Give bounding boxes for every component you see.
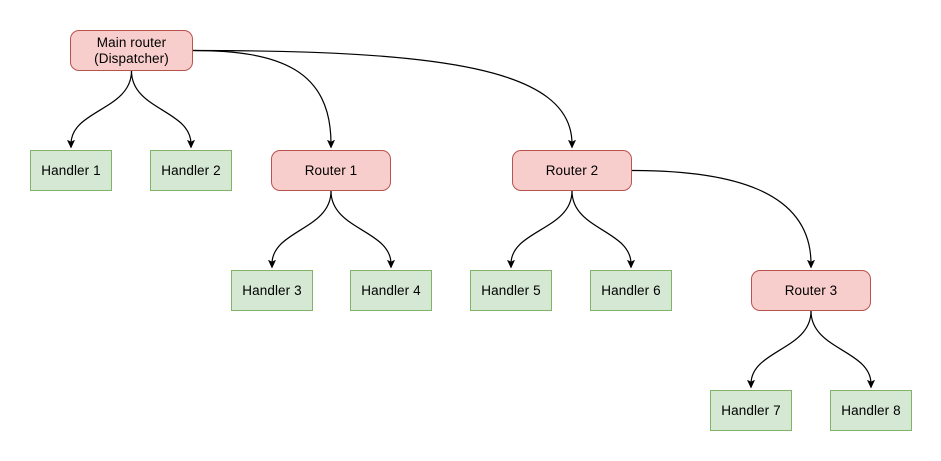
node-handler-2[interactable]: Handler 2 <box>150 150 232 191</box>
node-label-handler-4: Handler 4 <box>361 282 421 298</box>
edge-router-3-to-handler-7 <box>751 310 812 384</box>
node-handler-8[interactable]: Handler 8 <box>830 390 912 431</box>
node-handler-3[interactable]: Handler 3 <box>231 270 313 311</box>
node-label-handler-1: Handler 1 <box>41 162 101 178</box>
node-label-handler-7: Handler 7 <box>721 402 781 418</box>
node-handler-5[interactable]: Handler 5 <box>470 270 552 311</box>
node-label-router-2: Router 2 <box>545 162 599 178</box>
node-router-3[interactable]: Router 3 <box>751 270 871 311</box>
node-label-handler-6: Handler 6 <box>601 282 661 298</box>
node-label-handler-2: Handler 2 <box>161 162 221 178</box>
node-label-main-router: Main router (Dispatcher) <box>94 34 169 66</box>
node-label-router-3: Router 3 <box>784 282 838 298</box>
node-main-router[interactable]: Main router (Dispatcher) <box>70 30 193 71</box>
edge-router-2-to-handler-6 <box>571 190 631 264</box>
node-handler-1[interactable]: Handler 1 <box>30 150 112 191</box>
node-router-1[interactable]: Router 1 <box>271 150 391 191</box>
node-label-handler-5: Handler 5 <box>481 282 541 298</box>
edge-router-2-to-router-3 <box>631 169 811 265</box>
edge-router-1-to-handler-3 <box>272 190 332 264</box>
node-router-2[interactable]: Router 2 <box>512 150 632 191</box>
node-label-handler-8: Handler 8 <box>841 402 901 418</box>
node-handler-7[interactable]: Handler 7 <box>710 390 792 431</box>
edge-router-1-to-handler-4 <box>330 190 391 264</box>
node-handler-6[interactable]: Handler 6 <box>590 270 672 311</box>
edge-main-to-router-1 <box>192 49 331 145</box>
node-label-router-1: Router 1 <box>304 162 358 178</box>
edge-router-2-to-handler-5 <box>511 190 573 264</box>
edges-group <box>71 49 871 385</box>
node-handler-4[interactable]: Handler 4 <box>350 270 432 311</box>
edge-main-to-handler-2 <box>130 70 192 144</box>
edge-router-3-to-handler-8 <box>810 310 871 384</box>
node-label-handler-3: Handler 3 <box>242 282 302 298</box>
edge-main-to-handler-1 <box>71 70 133 144</box>
edge-main-to-router-2 <box>192 49 572 145</box>
